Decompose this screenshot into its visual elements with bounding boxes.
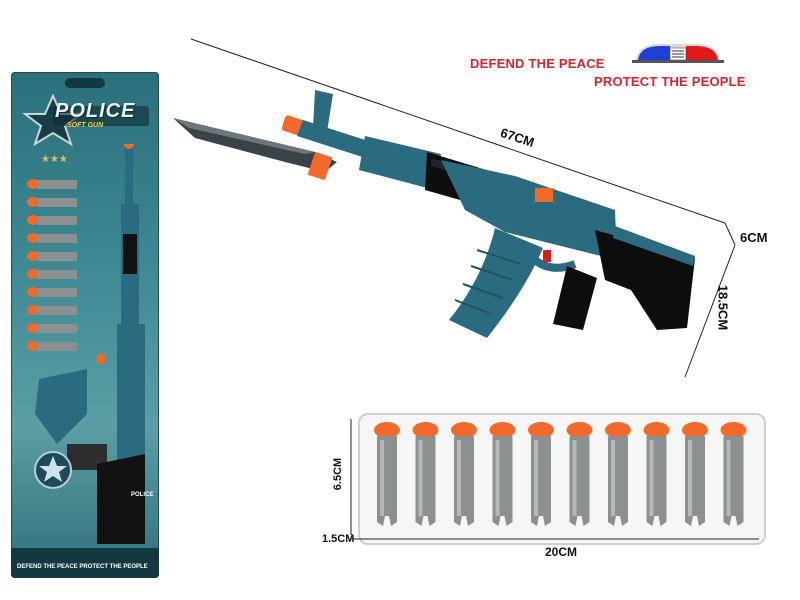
foam-dart <box>682 422 708 526</box>
gun-height-label: 18.5CM <box>715 284 731 331</box>
pack-length-label: 20CM <box>545 545 578 559</box>
packaged-darts <box>27 179 77 351</box>
foam-dart <box>412 422 439 526</box>
package-footer-bar <box>11 548 159 578</box>
packaged-gun <box>35 144 145 544</box>
packaged-dart <box>27 197 77 207</box>
hang-tab <box>65 78 105 88</box>
dart-length-label: 6.5CM <box>332 457 345 491</box>
package-subtitle: SOFT GUN <box>67 122 104 129</box>
police-light-bar-icon <box>632 44 724 63</box>
dart-row <box>374 422 747 526</box>
star-icon: ★★★ <box>41 154 68 165</box>
packaged-dart <box>27 305 77 315</box>
police-star-logo-icon <box>22 93 149 147</box>
packaged-dart <box>27 269 77 279</box>
packaged-dart <box>27 287 77 297</box>
shield-badge-icon <box>34 451 72 489</box>
slogan-defend: DEFEND THE PEACE <box>470 56 605 71</box>
packaged-dart <box>27 323 77 333</box>
slogan-protect: PROTECT THE PEOPLE <box>594 74 746 89</box>
foam-dart <box>566 422 593 526</box>
dart-width-label: 1.5CM <box>322 533 355 545</box>
packaged-dart <box>27 251 77 261</box>
package-logo-text: POLICE <box>55 100 136 122</box>
toy-rifle-illustration <box>173 90 695 338</box>
package-footer-text: DEFEND THE PEACE PROTECT THE PEOPLE <box>17 564 148 570</box>
foam-dart <box>374 422 400 526</box>
foam-dart <box>451 422 477 526</box>
gun-width-label: 6CM <box>740 230 768 245</box>
foam-dart <box>528 422 554 526</box>
packaged-dart <box>27 179 77 189</box>
foam-dart <box>489 422 516 526</box>
dart-dimension-lines <box>350 419 759 540</box>
foam-dart <box>605 422 631 526</box>
packaged-dart <box>27 233 77 243</box>
gun-dimension-lines <box>190 38 736 378</box>
foam-dart <box>643 422 670 526</box>
package-badge-text: POLICE <box>131 492 154 498</box>
foam-dart <box>720 422 747 526</box>
packaged-dart <box>27 215 77 225</box>
product-package-card: POLICE SOFT GUN ★★★ POLICE DEFEND THE PE… <box>11 72 159 578</box>
packaged-dart <box>27 341 77 351</box>
